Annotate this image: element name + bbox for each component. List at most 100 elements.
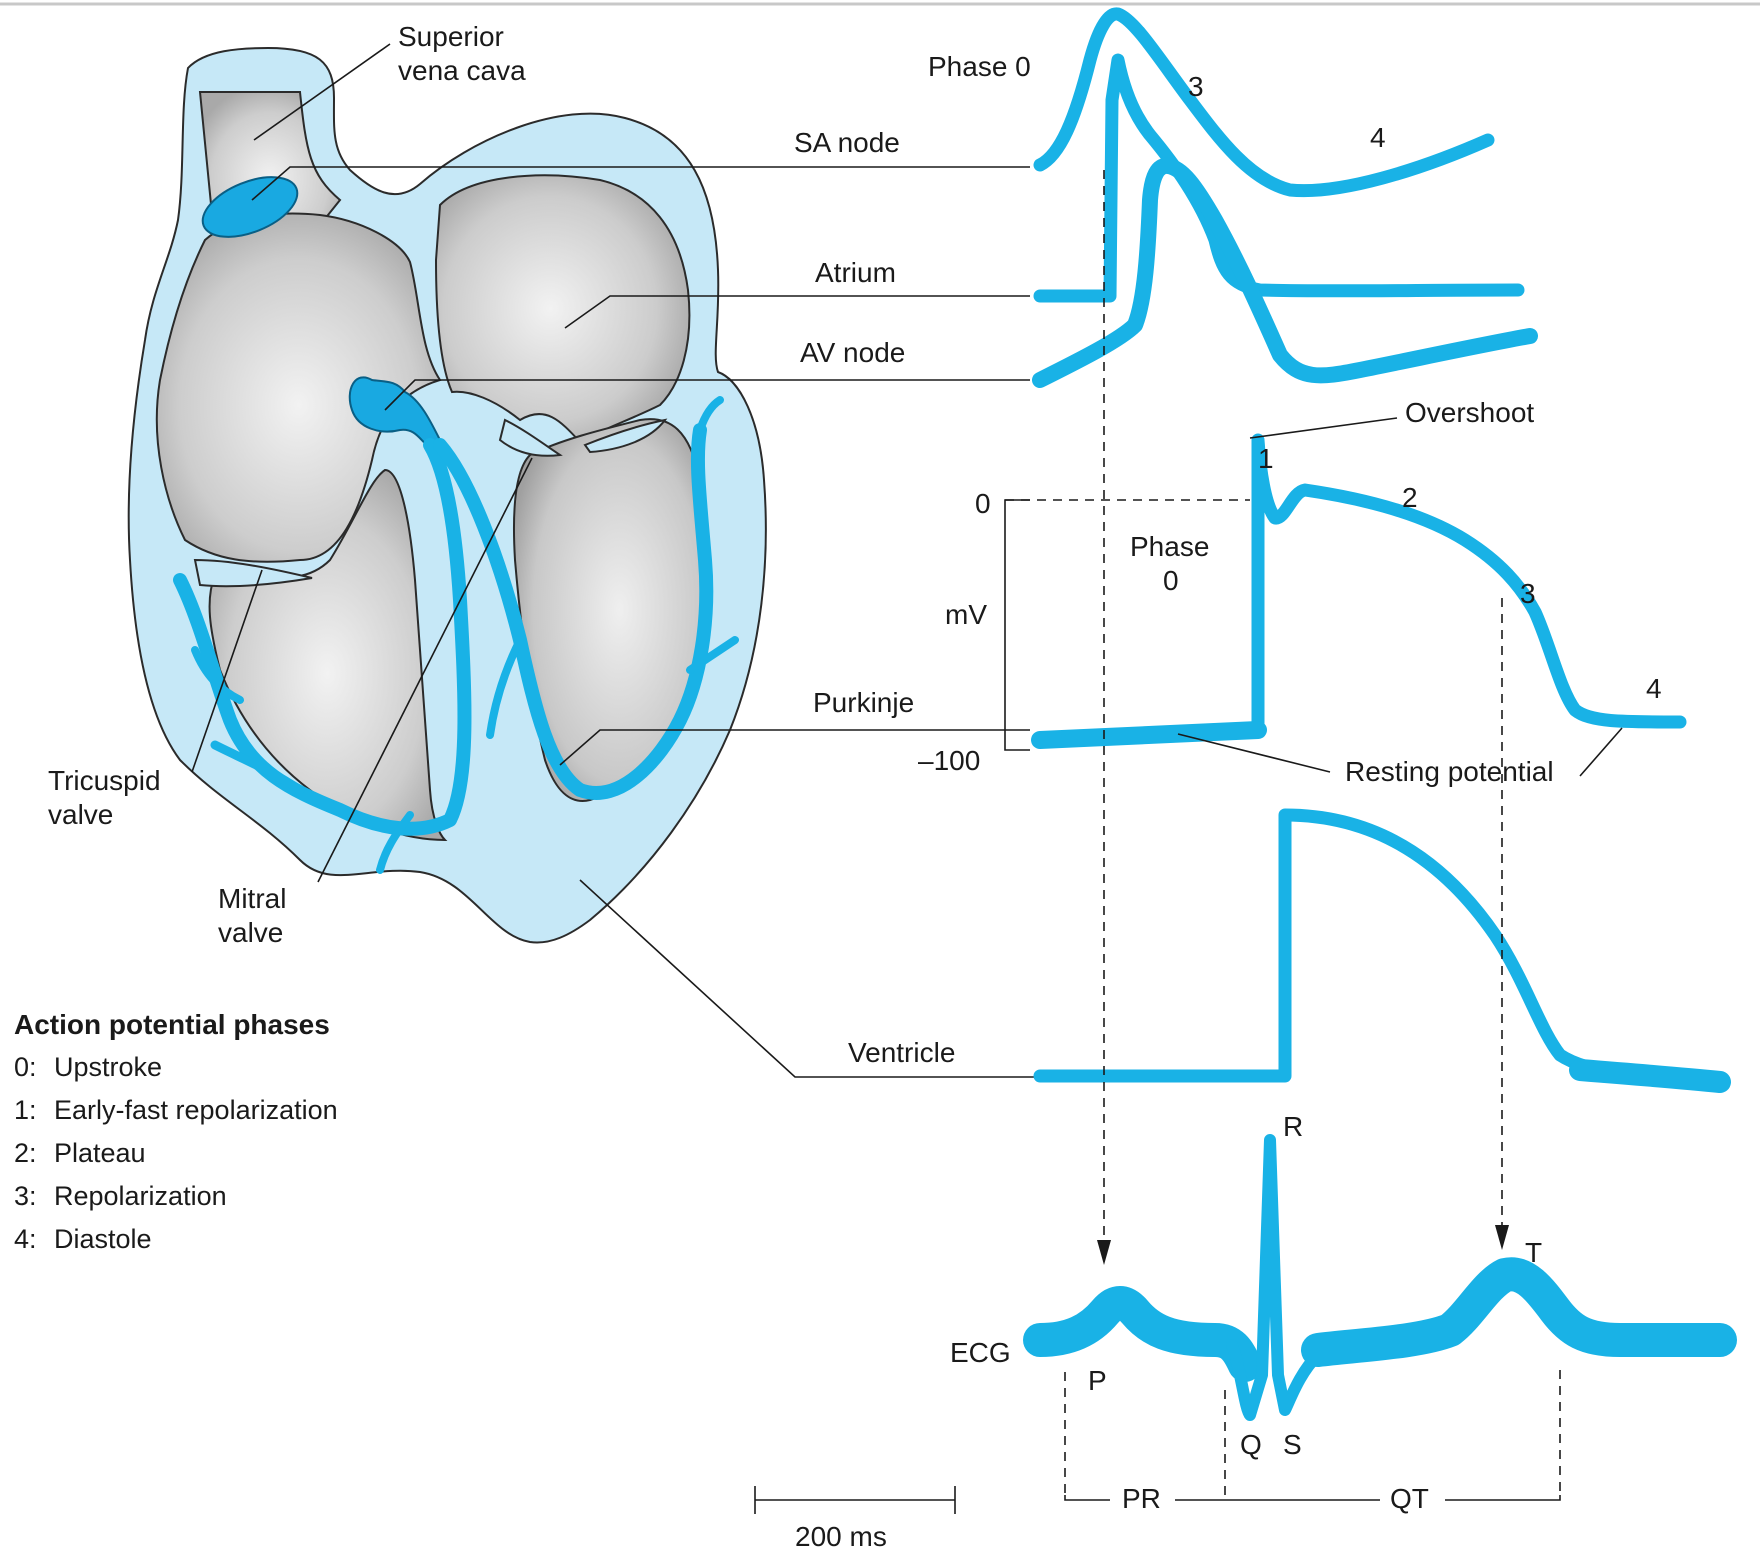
arrow-to-t <box>1495 1225 1509 1250</box>
leader-superior-vena-cava <box>253 43 391 141</box>
heart-labels: Superior vena cava Tricuspid valve Mitra… <box>48 21 533 948</box>
interval-brackets: PR QT <box>1064 1483 1561 1514</box>
trace-ecg-st-t <box>1301 1257 1737 1367</box>
pr-bracket-left <box>1064 1495 1110 1501</box>
ecg-wave-labels: P Q R S T <box>1088 1111 1542 1460</box>
label-tricuspid-line1: Tricuspid <box>48 765 161 796</box>
label-sa-phase0: Phase 0 <box>928 51 1031 82</box>
scale-bar: 200 ms <box>754 1486 956 1551</box>
label-phase-2: 2 <box>1402 482 1418 513</box>
qt-bracket-right <box>1445 1495 1561 1501</box>
tricuspid-valve <box>193 558 313 588</box>
trace-purkinje <box>1033 433 1687 747</box>
label-ecg-r: R <box>1283 1111 1303 1142</box>
label-ecg-p: P <box>1088 1365 1107 1396</box>
trace-ecg <box>1023 1286 1262 1382</box>
sa-node <box>201 176 299 238</box>
trace-sa-node <box>1033 7 1495 198</box>
purkinje-annotations: Overshoot 1 2 3 4 Phase 0 Resting potent… <box>1130 397 1662 787</box>
label-purkinje: Purkinje <box>813 687 914 718</box>
label-ventricle: Ventricle <box>848 1037 955 1068</box>
left-purkinje-branch-3 <box>696 396 724 434</box>
label-ecg-s: S <box>1283 1429 1302 1460</box>
mv-axis: 0 mV –100 <box>918 488 1030 776</box>
left-bundle-branch <box>433 423 714 800</box>
legend-key-2: 2: <box>14 1138 37 1168</box>
right-purkinje-branch-2 <box>191 646 244 704</box>
legend-key-4: 4: <box>14 1224 37 1254</box>
legend-text-1: Early-fast repolarization <box>54 1095 338 1125</box>
label-phase-4: 4 <box>1646 673 1662 704</box>
leader-ventricle <box>579 879 1040 1078</box>
trace-purkinje-base <box>1031 721 1267 749</box>
legend-key-1: 1: <box>14 1095 37 1125</box>
label-phase-1: 1 <box>1258 443 1274 474</box>
right-bundle-branch <box>173 438 472 836</box>
leader-mitral <box>317 457 533 883</box>
axis-zero-label: 0 <box>975 488 991 519</box>
label-phase0-line1: Phase <box>1130 531 1209 562</box>
label-ecg: ECG <box>950 1337 1011 1368</box>
mitral-valve-leaflet-b <box>583 418 668 454</box>
leader-av-node <box>384 379 1030 411</box>
mv-axis-bracket <box>1004 499 1030 751</box>
label-sa-phase4: 4 <box>1370 122 1386 153</box>
trace-leader-lines <box>251 166 1040 1078</box>
leader-atrium <box>564 295 1030 329</box>
sa-phase-labels: Phase 0 3 4 <box>928 51 1386 153</box>
trace-ecg-qrs <box>1226 1134 1324 1421</box>
leader-purkinje <box>559 729 1030 766</box>
trace-labels: SA node Atrium AV node Purkinje Ventricl… <box>794 127 1011 1368</box>
legend-title: Action potential phases <box>14 1009 330 1040</box>
label-phase0-line2: 0 <box>1163 565 1179 596</box>
mitral-valve-leaflet-a <box>498 418 563 457</box>
label-sa-phase3: 3 <box>1188 71 1204 102</box>
leader-tricuspid <box>191 569 263 773</box>
legend-key-3: 3: <box>14 1181 37 1211</box>
axis-minus100-label: –100 <box>918 745 980 776</box>
label-av-node: AV node <box>800 337 905 368</box>
phase-legend: Action potential phases 0: Upstroke 1: E… <box>14 1009 338 1254</box>
trace-atrium <box>1033 53 1525 303</box>
legend-text-0: Upstroke <box>54 1052 162 1082</box>
label-resting-potential: Resting potential <box>1345 756 1554 787</box>
legend-text-2: Plateau <box>54 1138 146 1168</box>
right-atrium <box>155 212 442 563</box>
right-purkinje-branch-3 <box>376 811 414 874</box>
label-superior-vena-cava-line1: Superior <box>398 21 504 52</box>
legend-key-0: 0: <box>14 1052 37 1082</box>
left-atrium <box>434 174 691 444</box>
label-phase-3: 3 <box>1520 578 1536 609</box>
label-mitral-line2: valve <box>218 917 283 948</box>
label-qt-interval: QT <box>1390 1483 1429 1514</box>
arrow-to-p <box>1097 1240 1111 1265</box>
right-purkinje-branch-1 <box>210 740 305 795</box>
heart-illustration <box>127 46 767 944</box>
label-pr-interval: PR <box>1122 1483 1161 1514</box>
label-sa-node: SA node <box>794 127 900 158</box>
axis-unit-label: mV <box>945 599 987 630</box>
label-mitral-line1: Mitral <box>218 883 286 914</box>
label-overshoot: Overshoot <box>1405 397 1534 428</box>
label-tricuspid-line2: valve <box>48 799 113 830</box>
left-purkinje-branch-2 <box>686 636 739 674</box>
left-purkinje-branch-1 <box>486 636 524 739</box>
label-superior-vena-cava-line2: vena cava <box>398 55 526 86</box>
label-ecg-q: Q <box>1240 1429 1262 1460</box>
leader-overshoot <box>1249 417 1398 439</box>
legend-text-3: Repolarization <box>54 1181 227 1211</box>
leader-resting-left <box>1177 733 1331 773</box>
av-node <box>348 376 442 448</box>
leader-resting-right <box>1579 727 1623 777</box>
guide-lines <box>1005 170 1561 1500</box>
leader-sa-node <box>251 166 1030 201</box>
legend-text-4: Diastole <box>54 1224 152 1254</box>
label-ecg-t: T <box>1525 1237 1542 1268</box>
trace-ventricle <box>1033 808 1727 1089</box>
trace-ventricle-tail <box>1569 1059 1731 1093</box>
action-potential-traces <box>1023 7 1737 1421</box>
label-atrium: Atrium <box>815 257 896 288</box>
trace-av-node <box>1032 158 1538 388</box>
scale-bar-label: 200 ms <box>795 1521 887 1551</box>
